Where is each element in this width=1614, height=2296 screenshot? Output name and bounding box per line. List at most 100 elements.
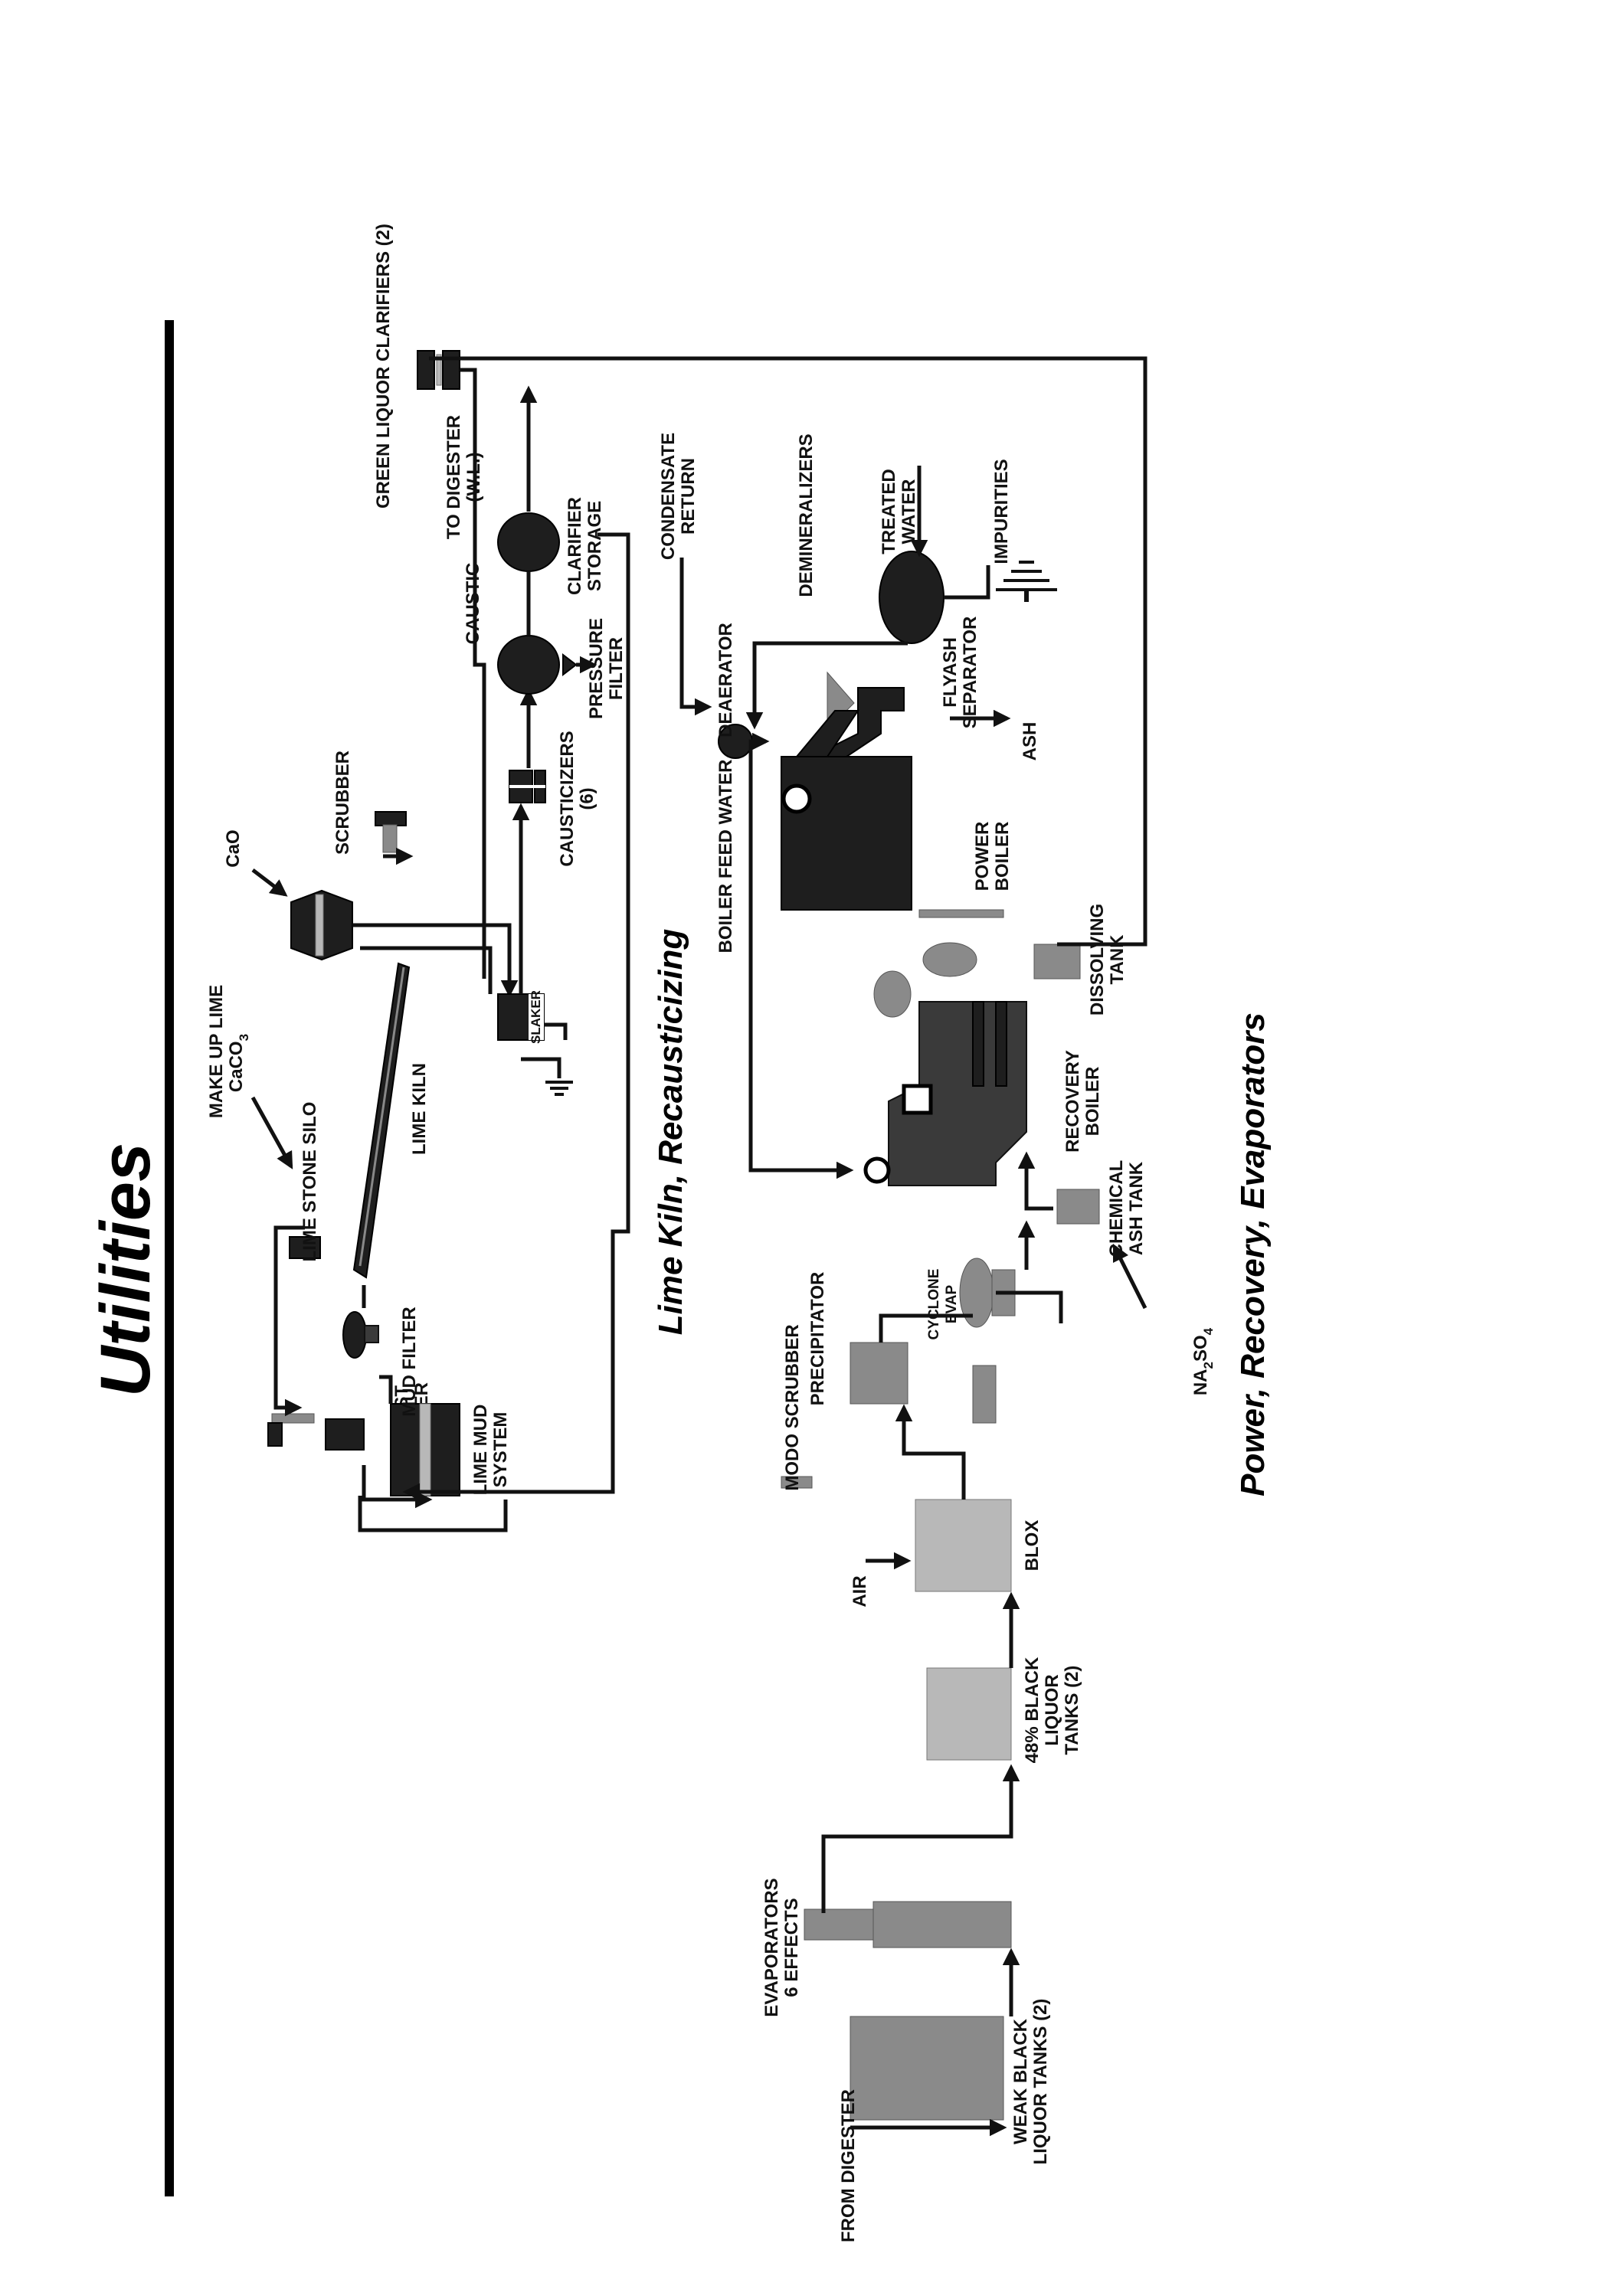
flyash-separator-label-2: SEPARATOR: [960, 617, 981, 729]
power-recovery-section: CONDENSATE RETURN DEAERATOR DEMINERALIZE…: [429, 356, 1216, 2242]
kiln-dust-scrubber: [325, 1418, 365, 1451]
precipitator-to-cyclone-line: [879, 1313, 973, 1343]
demineralizer-to-deaerator-arrow: [745, 641, 908, 730]
na2so4-arrow: [1112, 1243, 1147, 1310]
from-digester-label: FROM DIGESTER: [838, 2089, 859, 2242]
slaker-grit-line: [521, 1057, 561, 1078]
dissolving-to-clarifier-line: [429, 356, 1147, 947]
power-recovery-section-title: Power, Recovery, Evaporators: [1234, 1012, 1272, 1496]
impurities-ground-stem: [1024, 590, 1029, 602]
chemical-ash-tank-label-2: ASH TANK: [1126, 1161, 1147, 1255]
caco3-label: CaCO3: [226, 1034, 251, 1092]
pressure-filter-label-2: FILTER: [606, 637, 627, 700]
scrubber-label: SCRUBBER: [332, 751, 353, 855]
pressure-filter: [562, 652, 578, 677]
slaker-label-bg: [529, 994, 544, 1040]
recovery-boiler-tube-1: [972, 1001, 984, 1087]
lime-stone-silo-label: LIME STONE SILO: [300, 1102, 320, 1262]
kiln-dust-scrubber-stack: [271, 1413, 315, 1424]
precipitator: [850, 1342, 908, 1405]
mud-filter-label: MUD FILTER: [399, 1307, 420, 1417]
flyash-separator-label: FLYASH: [940, 637, 961, 708]
cyclone-evap-label: CYCLONE: [926, 1269, 942, 1340]
lime-kiln-section: KILN DUST SCRUBBER LIME MUD SYSTEM MUD F…: [206, 224, 630, 1532]
blox-label: BLOX: [1022, 1520, 1043, 1572]
to-digester-wl-label: (W.L.): [463, 452, 484, 502]
dissolving-tank: [1033, 944, 1081, 980]
precipitator-label: PRECIPITATOR: [807, 1272, 828, 1406]
precipitator-hopper: [972, 1365, 997, 1424]
power-boiler-flue: [794, 710, 859, 757]
mud-filter: [342, 1311, 367, 1359]
mud-system-loop-line: [358, 1496, 508, 1532]
power-boiler-burner: [781, 783, 812, 814]
na2so4-label: NA2SO4: [1190, 1327, 1216, 1395]
slaker-feed-line: [544, 1022, 568, 1040]
condensate-return-label-2: RETURN: [678, 458, 699, 535]
blox-to-precipitator-arrow: [895, 1404, 966, 1500]
deaerator-label: DEAERATOR: [715, 623, 736, 738]
evaporators: [804, 1908, 874, 1941]
impurities-ground: [996, 561, 1057, 591]
recovery-boiler-burner: [863, 1156, 891, 1184]
cyclone-evap-label-2: EVAP: [944, 1285, 960, 1324]
green-liquor-clarifier-top: [436, 354, 442, 386]
lime-mud-system-band: [419, 1403, 431, 1496]
recovery-boiler-drum: [873, 970, 912, 1018]
ash-tank-to-boiler-arrow: [1017, 1151, 1053, 1211]
boiler-feed-water-line: [748, 739, 854, 1179]
lime-mud-system-label-2: SYSTEM: [490, 1412, 511, 1488]
lime-kiln-label: LIME KILN: [409, 1063, 430, 1155]
demineralizer-vessel: [879, 551, 945, 644]
recovery-boiler-label: RECOVERY: [1062, 1050, 1083, 1153]
lime-kiln-section-title: Lime Kiln, Recausticizing: [652, 929, 689, 1336]
make-up-lime-arrow: [250, 1096, 293, 1169]
blox: [915, 1499, 1012, 1592]
power-boiler: [781, 756, 912, 911]
cyclone-to-slaker-line: [352, 923, 519, 998]
demineralizers-label: DEMINERALIZERS: [796, 433, 817, 597]
recovery-boiler-window: [902, 1084, 933, 1115]
chemical-ash-tank-label: CHEMICAL: [1106, 1160, 1127, 1258]
impurities-line: [944, 565, 990, 600]
modo-scrubber: [781, 1476, 813, 1489]
page-title: Utilities: [87, 1143, 165, 1397]
weak-black-liquor-label-2: LIQUOR TANKS (2): [1030, 1999, 1051, 2165]
slaker-grit-ground: [545, 1081, 573, 1096]
power-boiler-label: POWER: [972, 822, 993, 891]
header-rule: [165, 320, 174, 2196]
cyclone-feed-line: [996, 1290, 1063, 1323]
mud-filter-base: [364, 1325, 379, 1343]
dissolving-tank-separator: [922, 942, 977, 977]
clarifier-storage-label: CLARIFIER: [565, 497, 585, 595]
causticizers-count: (6): [577, 787, 597, 809]
mud-to-filter-line: [379, 1375, 393, 1404]
cao-label: CaO: [223, 829, 244, 867]
evaporators-label-2: 6 EFFECTS: [781, 1898, 802, 1997]
weak-black-liquor-label: WEAK BLACK: [1010, 2018, 1031, 2144]
clarifier-storage-label-2: STORAGE: [584, 501, 605, 591]
air-label: AIR: [850, 1575, 870, 1607]
condensate-to-deaerator-arrow: [679, 558, 712, 716]
recovery-boiler-label-2: BOILER: [1082, 1067, 1103, 1137]
dissolving-tank-label: DISSOLVING: [1087, 904, 1108, 1016]
cao-cyclone-band: [315, 894, 324, 957]
green-liquor-to-slaker-line: [460, 368, 486, 979]
green-liquor-clarifiers-label: GREEN LIQUOR CLARIFIERS (2): [373, 224, 394, 509]
ash-label: ASH: [1020, 722, 1040, 761]
black-liquor-tanks-label-3: TANKS (2): [1062, 1666, 1082, 1755]
scrubber-stack: [382, 824, 398, 853]
to-digester-label: TO DIGESTER: [444, 415, 464, 539]
lime-stone-silo: [289, 1236, 321, 1259]
causticizers-label: CAUSTICIZERS: [557, 731, 578, 866]
recovery-boiler-tube-2: [995, 1001, 1007, 1087]
black-liquor-tanks-label: 48% BLACK: [1022, 1657, 1043, 1763]
condensate-return-label: CONDENSATE: [658, 433, 679, 560]
dissolving-tank-label-2: TANK: [1107, 934, 1128, 985]
modo-scrubber-label: MODO SCRUBBER: [782, 1324, 803, 1490]
mud-return-line: [402, 532, 630, 1501]
lime-kiln-highlight: [358, 966, 405, 1267]
treated-water-label-2: WATER: [899, 479, 919, 545]
